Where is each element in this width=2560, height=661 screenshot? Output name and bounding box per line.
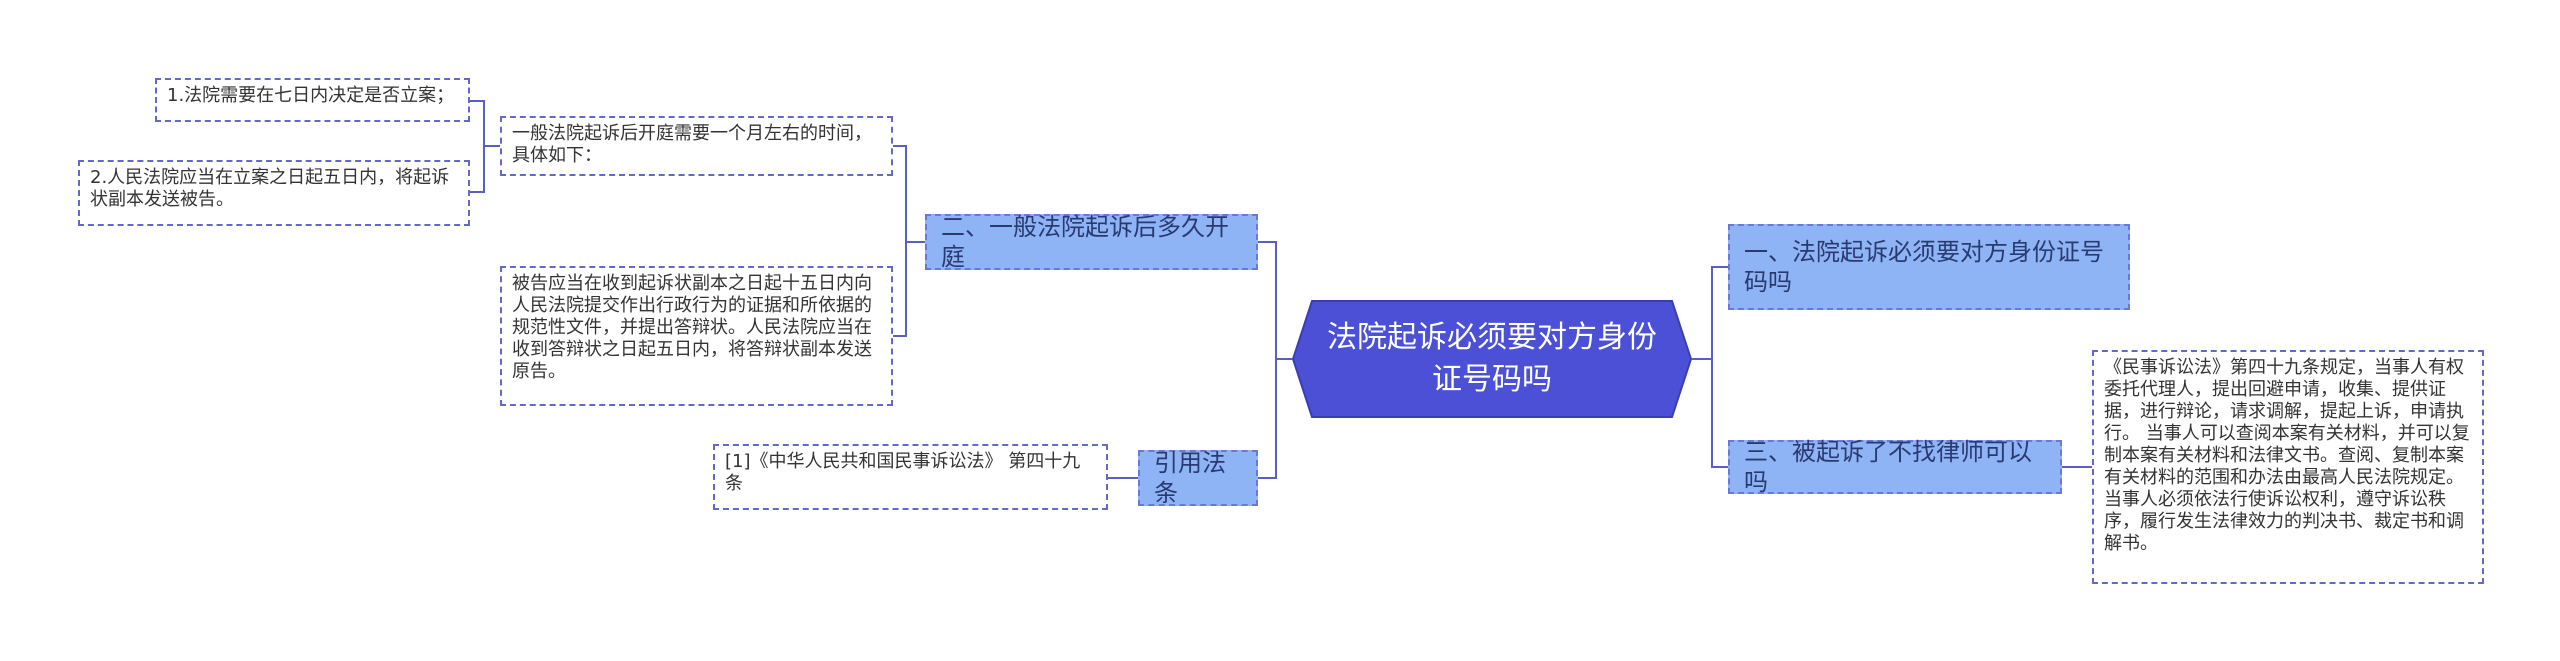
leaf-filing-decision: 1.法院需要在七日内决定是否立案； (155, 78, 470, 122)
leaf-civil-procedure-article: 《民事诉讼法》第四十九条规定，当事人有权委托代理人，提出回避申请，收集、提供证据… (2092, 350, 2484, 584)
branch-node-trial-time[interactable]: 二、一般法院起诉后多久开庭 (925, 213, 1258, 271)
leaf-law-reference: [1]《中华人民共和国民事诉讼法》 第四十九条 (713, 444, 1108, 510)
link-intro-1 (470, 100, 500, 147)
link-root-b3 (1711, 359, 1728, 468)
branch-label: 三、被起诉了不找律师可以吗 (1744, 438, 2032, 496)
leaf-trial-time-intro: 一般法院起诉后开庭需要一个月左右的时间，具体如下： (500, 116, 893, 176)
link-root-b2 (1258, 241, 1292, 360)
root-node-label: 法院起诉必须要对方身份证号码吗 (1327, 320, 1657, 397)
link-intro-2 (470, 146, 485, 193)
branch-node-cited-law[interactable]: 引用法条 (1138, 449, 1258, 507)
link-root-b4 (1258, 359, 1277, 479)
link-root-b1 (1692, 266, 1728, 360)
leaf-defense-statement: 被告应当在收到起诉状副本之日起十五日内向人民法院提交作出行政行为的证据和所依据的… (500, 266, 893, 406)
root-node[interactable] (1292, 300, 1692, 418)
link-b2-defense (893, 242, 907, 337)
branch-label: 一、法院起诉必须要对方身份证号码吗 (1744, 238, 2104, 296)
link-b2-intro (893, 145, 925, 243)
branch-node-id-requirement[interactable]: 一、法院起诉必须要对方身份证号码吗 (1728, 224, 2130, 310)
leaf-complaint-copy: 2.人民法院应当在立案之日起五日内，将起诉状副本发送被告。 (78, 160, 470, 226)
branch-label: 二、一般法院起诉后多久开庭 (941, 213, 1229, 271)
branch-label: 引用法条 (1154, 449, 1226, 507)
branch-node-no-lawyer[interactable]: 三、被起诉了不找律师可以吗 (1728, 438, 2062, 496)
